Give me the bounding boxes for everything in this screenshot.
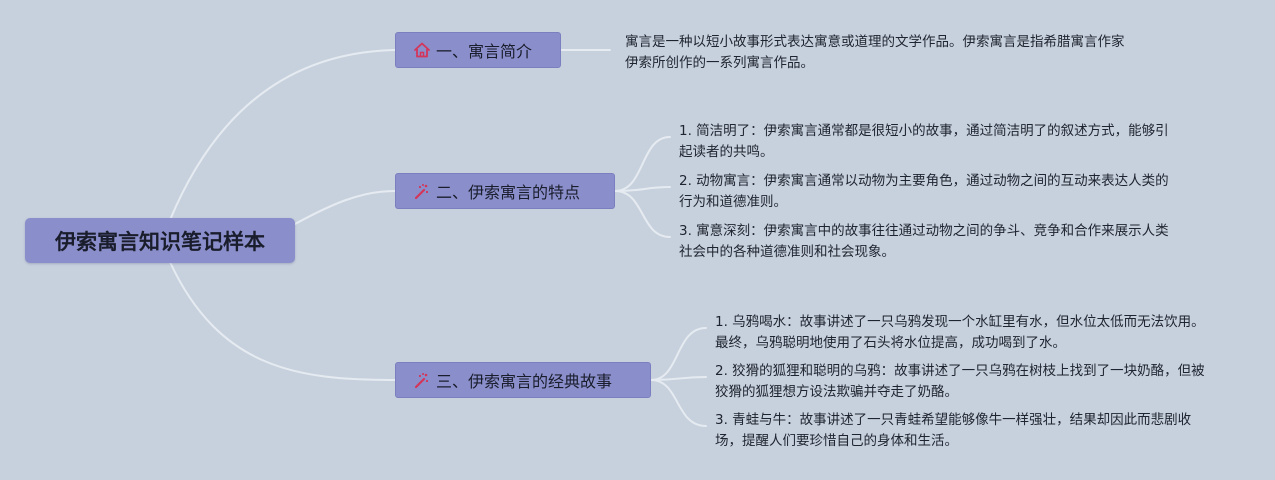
branch-topic-intro-title: 一、寓言简介 bbox=[436, 42, 533, 61]
root-topic[interactable]: 伊索寓言知识笔记样本 bbox=[25, 218, 295, 263]
connector-branch3-leaf1 bbox=[650, 327, 707, 381]
branch-topic-stories-title: 三、伊索寓言的经典故事 bbox=[436, 372, 613, 391]
leaf-story-fox-crow[interactable]: 2. 狡猾的狐狸和聪明的乌鸦：故事讲述了一只乌鸦在树枝上找到了一块奶酪，但被狡猾… bbox=[715, 363, 1205, 400]
home-icon bbox=[412, 40, 432, 60]
leaf-feature-deep-meaning[interactable]: 3. 寓意深刻：伊索寓言中的故事往往通过动物之间的争斗、竞争和合作来展示人类社会… bbox=[679, 223, 1169, 260]
branch-topic-features[interactable]: 二、伊索寓言的特点 bbox=[395, 173, 615, 209]
leaf-story-frog-ox[interactable]: 3. 青蛙与牛：故事讲述了一只青蛙希望能够像牛一样强壮，结果却因此而悲剧收场，提… bbox=[715, 412, 1192, 449]
leaf-feature-concise[interactable]: 1. 简洁明了：伊索寓言通常都是很短小的故事，通过简洁明了的叙述方式，能够引起读… bbox=[679, 123, 1169, 160]
branch-topic-features-title: 二、伊索寓言的特点 bbox=[436, 183, 581, 202]
connector-branch2-leaf3 bbox=[614, 190, 671, 238]
connector-root-branch3 bbox=[169, 261, 396, 381]
connector-branch3-leaf3 bbox=[650, 379, 707, 427]
magic-wand-icon bbox=[412, 181, 432, 201]
connector-root-branch2 bbox=[294, 190, 396, 225]
leaf-story-crow-water[interactable]: 1. 乌鸦喝水：故事讲述了一只乌鸦发现一个水缸里有水，但水位太低而无法饮用。最终… bbox=[715, 314, 1205, 351]
branch-topic-stories[interactable]: 三、伊索寓言的经典故事 bbox=[395, 362, 651, 398]
connector-branch2-leaf1 bbox=[614, 136, 671, 192]
branch-topic-intro[interactable]: 一、寓言简介 bbox=[395, 32, 561, 68]
connector-root-branch1 bbox=[169, 49, 396, 221]
magic-wand-icon bbox=[412, 370, 432, 390]
leaf-intro-text[interactable]: 寓言是一种以短小故事形式表达寓意或道理的文学作品。伊索寓言是指希腊寓言作家伊索所… bbox=[625, 34, 1125, 71]
root-topic-title: 伊索寓言知识笔记样本 bbox=[55, 229, 265, 254]
leaf-feature-animal-fable[interactable]: 2. 动物寓言：伊索寓言通常以动物为主要角色，通过动物之间的互动来表达人类的行为… bbox=[679, 173, 1169, 210]
